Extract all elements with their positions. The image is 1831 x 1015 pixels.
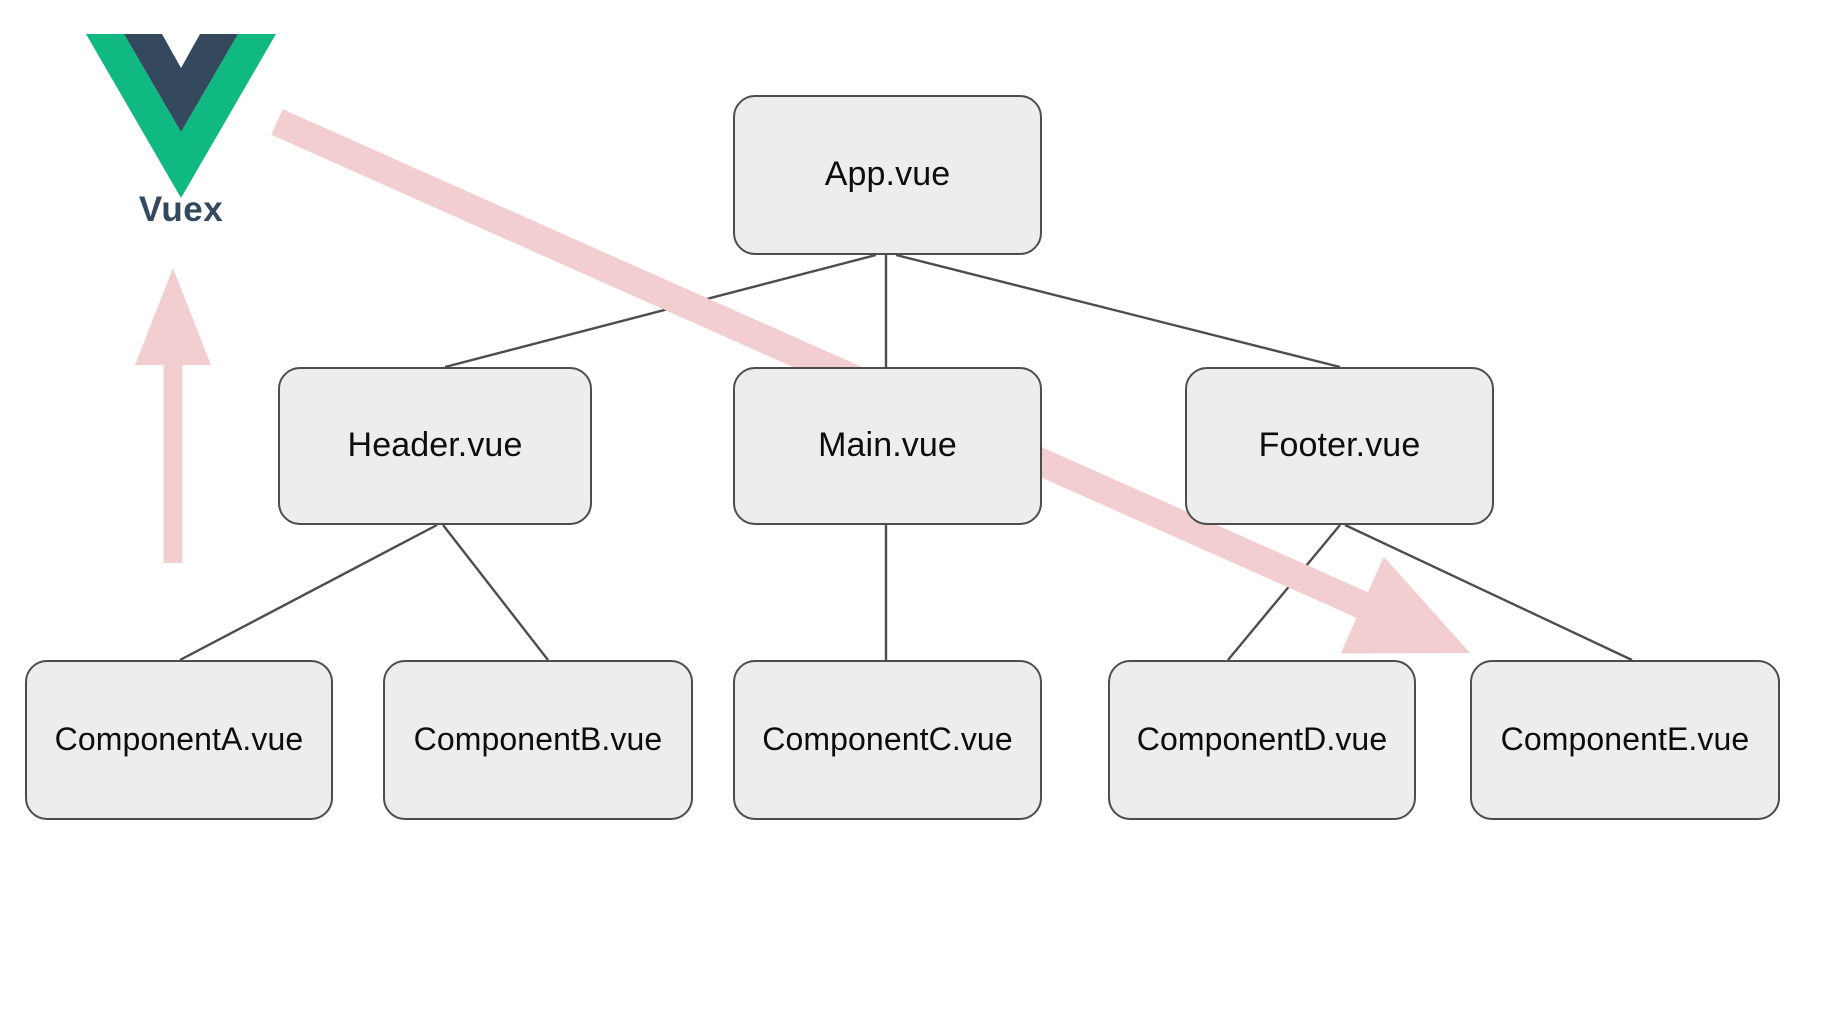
node-label: ComponentB.vue	[413, 721, 663, 758]
edge-footer-to-compD	[1227, 524, 1341, 661]
node-app[interactable]: App.vue	[733, 95, 1042, 255]
dispatch-arrow-up	[135, 268, 211, 563]
vuex-wordmark-label: Vuex	[138, 190, 224, 229]
vue-logo-outer-v	[86, 34, 276, 198]
node-label: Header.vue	[347, 426, 523, 465]
node-label: ComponentA.vue	[54, 721, 304, 758]
edge-header-to-compA	[179, 523, 438, 662]
vue-logo-icon	[86, 30, 276, 230]
node-compD[interactable]: ComponentD.vue	[1108, 660, 1416, 820]
edge-footer-to-compE	[1344, 523, 1633, 662]
node-compC[interactable]: ComponentC.vue	[733, 660, 1042, 820]
node-label: App.vue	[824, 155, 951, 194]
node-label: Main.vue	[818, 426, 957, 465]
node-header[interactable]: Header.vue	[278, 367, 592, 525]
node-compB[interactable]: ComponentB.vue	[383, 660, 693, 820]
node-label: ComponentD.vue	[1136, 721, 1388, 758]
edge-app-to-footer	[895, 253, 1341, 369]
node-compE[interactable]: ComponentE.vue	[1470, 660, 1780, 820]
node-compA[interactable]: ComponentA.vue	[25, 660, 333, 820]
edge-header-to-compB	[442, 524, 549, 661]
node-main[interactable]: Main.vue	[733, 367, 1042, 525]
node-label: Footer.vue	[1258, 426, 1421, 465]
node-label: ComponentE.vue	[1500, 721, 1750, 758]
node-footer[interactable]: Footer.vue	[1185, 367, 1494, 525]
edge-app-to-header	[444, 253, 877, 369]
vue-logo-inner-v	[124, 34, 238, 132]
node-label: ComponentC.vue	[762, 721, 1013, 758]
